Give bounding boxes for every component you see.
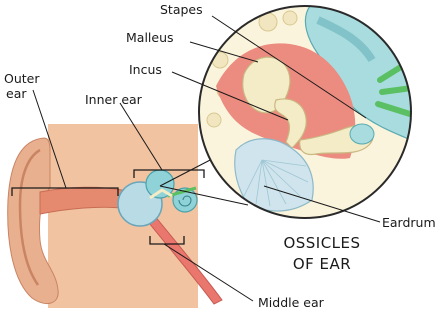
label-middle-ear: Middle ear	[258, 296, 324, 310]
label-incus: Incus	[129, 63, 162, 77]
label-outer-ear-line2: ear	[6, 87, 27, 101]
ossicles-zoom-circle	[199, 6, 412, 218]
label-inner-ear: Inner ear	[85, 93, 142, 107]
label-eardrum: Eardrum	[382, 216, 436, 230]
label-malleus: Malleus	[126, 31, 174, 45]
label-stapes: Stapes	[160, 3, 203, 17]
caption-line2: OF EAR	[272, 255, 372, 274]
caption-line1: OSSICLES	[272, 234, 372, 253]
label-outer-ear-line1: Outer	[4, 72, 40, 86]
